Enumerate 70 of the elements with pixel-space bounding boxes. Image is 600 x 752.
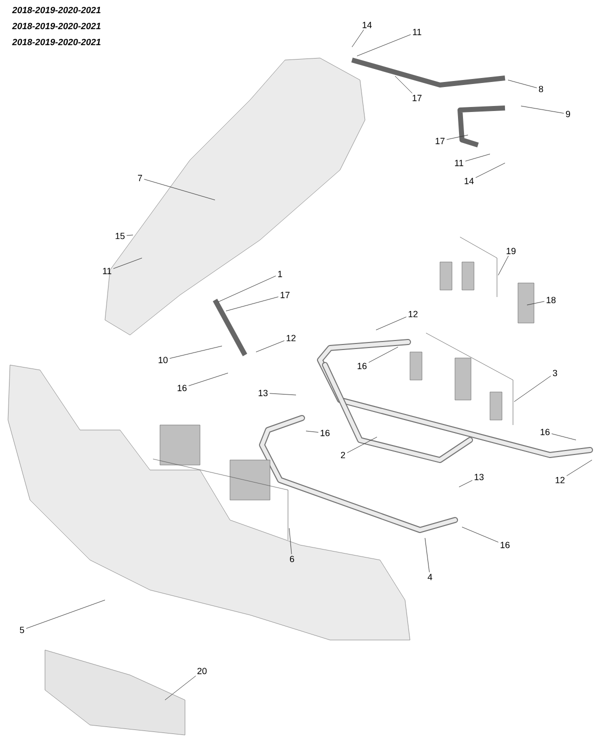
leader-line [346,436,378,454]
callout-number: 1 [278,270,282,278]
model-years: 2018-2019-2020-2021 [12,22,100,30]
leader-line [356,34,411,56]
leader-line [376,316,407,330]
leader-line [551,433,576,440]
callout-number: 11 [103,268,112,274]
leader-line [526,301,545,306]
callout-number: 4 [428,574,432,580]
callout-number: 18 [546,296,556,304]
leader-line [164,676,196,700]
leader-line [352,30,364,48]
leader-line [508,80,538,88]
model-years: 2018-2019-2020-2021 [12,6,100,14]
leader-line [306,430,319,433]
leader-line [566,460,592,476]
leader-line [226,296,279,312]
callout-number: 7 [138,174,142,182]
model-years: 2018-2019-2020-2021 [12,38,100,46]
callout-number: 17 [412,94,422,102]
callout-number: 3 [552,370,558,376]
leader-line [458,480,473,488]
callout-number: 19 [506,248,516,254]
leader-line [126,234,134,236]
callout-number: 9 [566,110,570,118]
callout-number: 14 [464,178,474,184]
leader-line [394,76,412,94]
leader-line [188,372,228,386]
callout-number: 16 [178,384,187,392]
callout-number: 11 [413,28,422,36]
callout-number: 17 [436,138,445,144]
leader-line [424,538,430,572]
group-bracket [152,458,288,540]
callout-number: 14 [362,22,372,28]
leader-line [465,154,490,162]
leader-line [113,258,142,269]
leader-line [288,528,292,554]
callout-number: 13 [474,474,484,480]
callout-number: 12 [286,334,296,342]
leader-line [368,346,398,363]
leader-line [169,346,222,359]
callout-number: 17 [280,292,290,298]
callout-number: 16 [320,430,330,436]
callout-number: 13 [258,390,268,396]
group-bracket [426,332,514,426]
leader-line [520,106,564,114]
leader-line [26,600,106,629]
callout-number: 15 [116,232,125,240]
callout-number: 16 [540,428,550,436]
callout-number: 5 [20,626,24,634]
leader-line [446,134,468,140]
leader-line [256,340,285,352]
leader-line [475,162,506,178]
callout-number: 16 [500,542,510,548]
callout-number: 6 [290,556,294,562]
leader-line [144,178,216,200]
leader-line [218,276,276,302]
group-bracket [460,236,498,298]
leader-line [498,256,509,276]
callout-number: 12 [408,310,418,318]
callout-number: 8 [538,86,544,92]
callout-number: 10 [158,356,168,364]
callout-number: 12 [556,476,565,484]
callout-number: 20 [197,668,207,674]
callout-number: 11 [455,160,464,166]
callout-number: 2 [340,452,346,458]
leader-line [462,526,499,542]
leader-line [269,393,296,396]
leader-line [514,376,552,402]
callout-number: 16 [358,362,367,370]
